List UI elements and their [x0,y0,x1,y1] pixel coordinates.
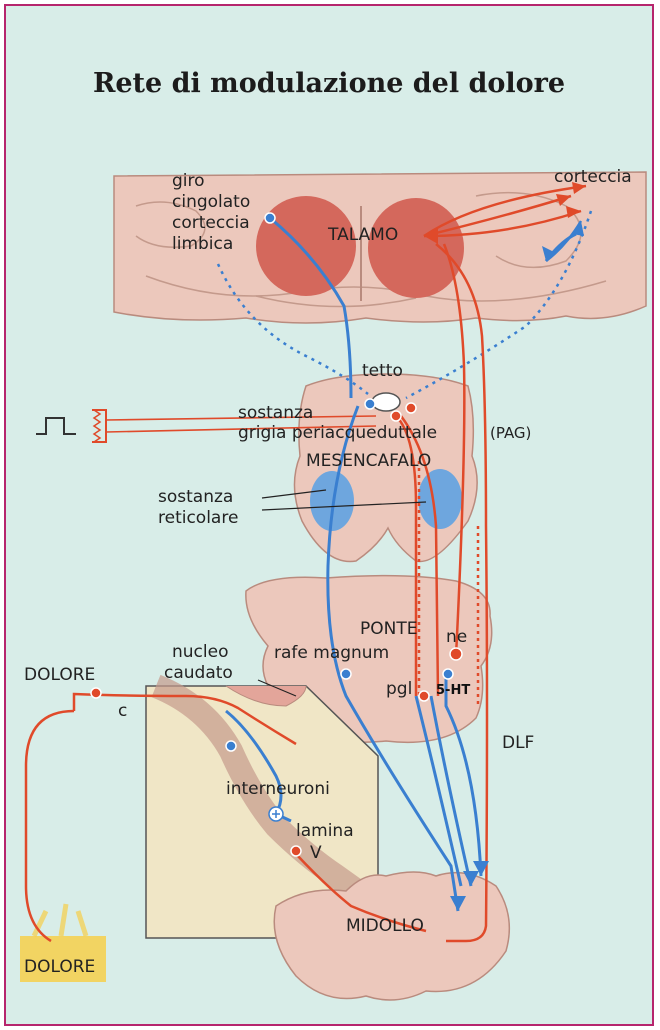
thalamus-right [368,198,464,298]
label-corteccia-limbica-1: corteccia [172,213,250,233]
label-reticolare-2: reticolare [158,508,238,528]
diagram-frame: Rete di modulazione del dolore [4,4,654,1026]
label-corteccia-limbica-2: limbica [172,234,233,254]
label-sostanza: sostanza [238,403,313,423]
label-corteccia: corteccia [554,167,632,187]
label-giro: giro [172,171,205,191]
label-pgl: pgl [386,679,412,699]
label-rafe: rafe magnum [274,643,389,663]
label-dlf: DLF [502,733,534,753]
diagram-canvas: giro cingolato corteccia limbica TALAMO … [6,6,654,1026]
label-tetto: tetto [362,361,403,381]
label-mesencefalo: MESENCAFALO [306,451,431,471]
label-interneuroni: interneuroni [226,779,330,799]
thalamus-left [256,196,356,296]
label-lamina: lamina [296,821,354,841]
label-c: c [118,701,127,721]
label-nucleo-2: caudato [164,663,233,683]
label-talamo: TALAMO [327,225,398,245]
label-reticolare-1: sostanza [158,487,233,507]
label-pag: (PAG) [490,424,531,442]
reticular-right [418,469,462,529]
label-dolore-top: DOLORE [24,665,95,685]
label-ponte: PONTE [360,619,417,639]
label-nucleo-1: nucleo [172,642,228,662]
label-midollo: MIDOLLO [346,916,424,936]
label-5ht: 5-HT [436,683,470,698]
label-v: V [310,843,322,863]
label-cingolato: cingolato [172,192,250,212]
label-grigia: grigia periacqueduttale [238,423,437,443]
label-ne: ne [446,627,467,647]
label-dolore-bottom: DOLORE [24,957,95,977]
